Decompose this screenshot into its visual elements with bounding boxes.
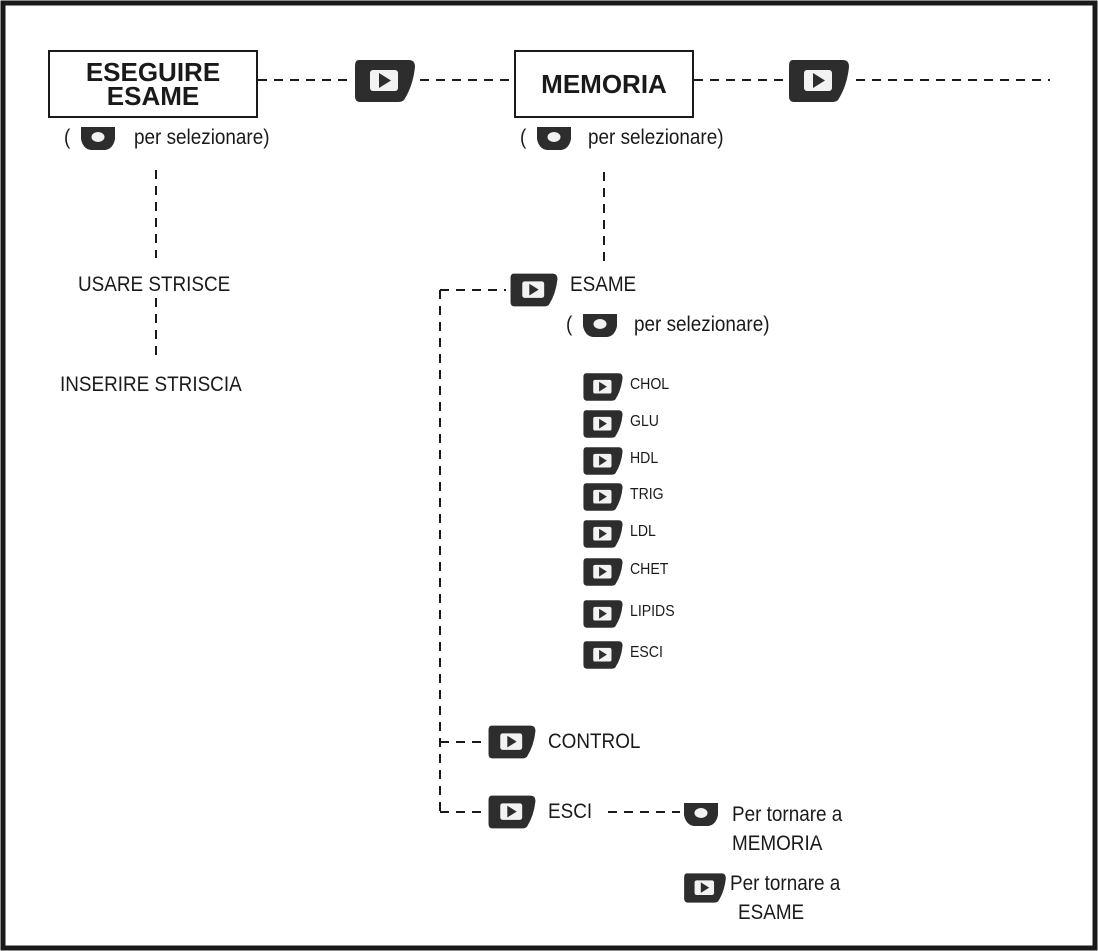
return-esame-line2: ESAME <box>738 901 805 924</box>
play-button-icon <box>510 273 558 307</box>
esame-item-label: GLU <box>630 413 659 430</box>
select-hint-open-paren: ( <box>520 126 527 149</box>
select-button-icon <box>81 127 115 150</box>
eseguire-esame-box: ESEGUIRE ESAME <box>48 50 258 118</box>
esame-item-label: LIPIDS <box>630 603 675 620</box>
play-button-icon <box>355 60 415 102</box>
esame-item-label: CHET <box>630 561 669 578</box>
return-memoria-line1: Per tornare a <box>732 803 843 826</box>
play-button-icon <box>583 520 623 548</box>
usare-strisce-label: USARE STRISCE <box>78 273 231 296</box>
esame-item-label: LDL <box>630 523 656 540</box>
esame-item-label: TRIG <box>630 486 664 503</box>
select-hint-text: per selezionare) <box>588 126 724 149</box>
select-hint-open-paren: ( <box>566 313 573 336</box>
select-hint-text: per selezionare) <box>134 126 270 149</box>
play-button-icon <box>583 641 623 669</box>
esame-item-label: HDL <box>630 450 659 467</box>
play-button-icon <box>583 600 623 628</box>
esame-item-label: CHOL <box>630 376 670 393</box>
return-memoria-line2: MEMORIA <box>732 832 823 855</box>
select-button-icon <box>583 314 617 337</box>
memoria-box-label: MEMORIA <box>541 69 667 99</box>
play-button-icon <box>488 725 536 759</box>
inserire-striscia-label: INSERIRE STRISCIA <box>60 373 242 396</box>
play-button-icon <box>488 795 536 829</box>
memoria-box: MEMORIA <box>514 50 694 118</box>
play-button-icon <box>583 558 623 586</box>
play-button-icon <box>583 483 623 511</box>
eseguire-box-line2: ESAME <box>106 81 200 111</box>
play-button-icon <box>583 410 623 438</box>
return-esame-line1: Per tornare a <box>730 872 841 895</box>
esci-menu-label: ESCI <box>548 800 593 823</box>
select-hint-text: per selezionare) <box>634 313 770 336</box>
play-button-icon <box>684 873 726 903</box>
esame-item-label: ESCI <box>630 644 663 661</box>
eseguire-box-line1: ESEGUIRE <box>85 57 221 87</box>
select-button-icon <box>537 127 571 150</box>
select-button-icon <box>684 803 718 826</box>
play-button-icon <box>789 60 849 102</box>
control-menu-label: CONTROL <box>548 730 641 753</box>
play-button-icon <box>583 373 623 401</box>
select-hint-open-paren: ( <box>64 126 71 149</box>
esame-menu-label: ESAME <box>570 273 637 296</box>
play-button-icon <box>583 447 623 475</box>
